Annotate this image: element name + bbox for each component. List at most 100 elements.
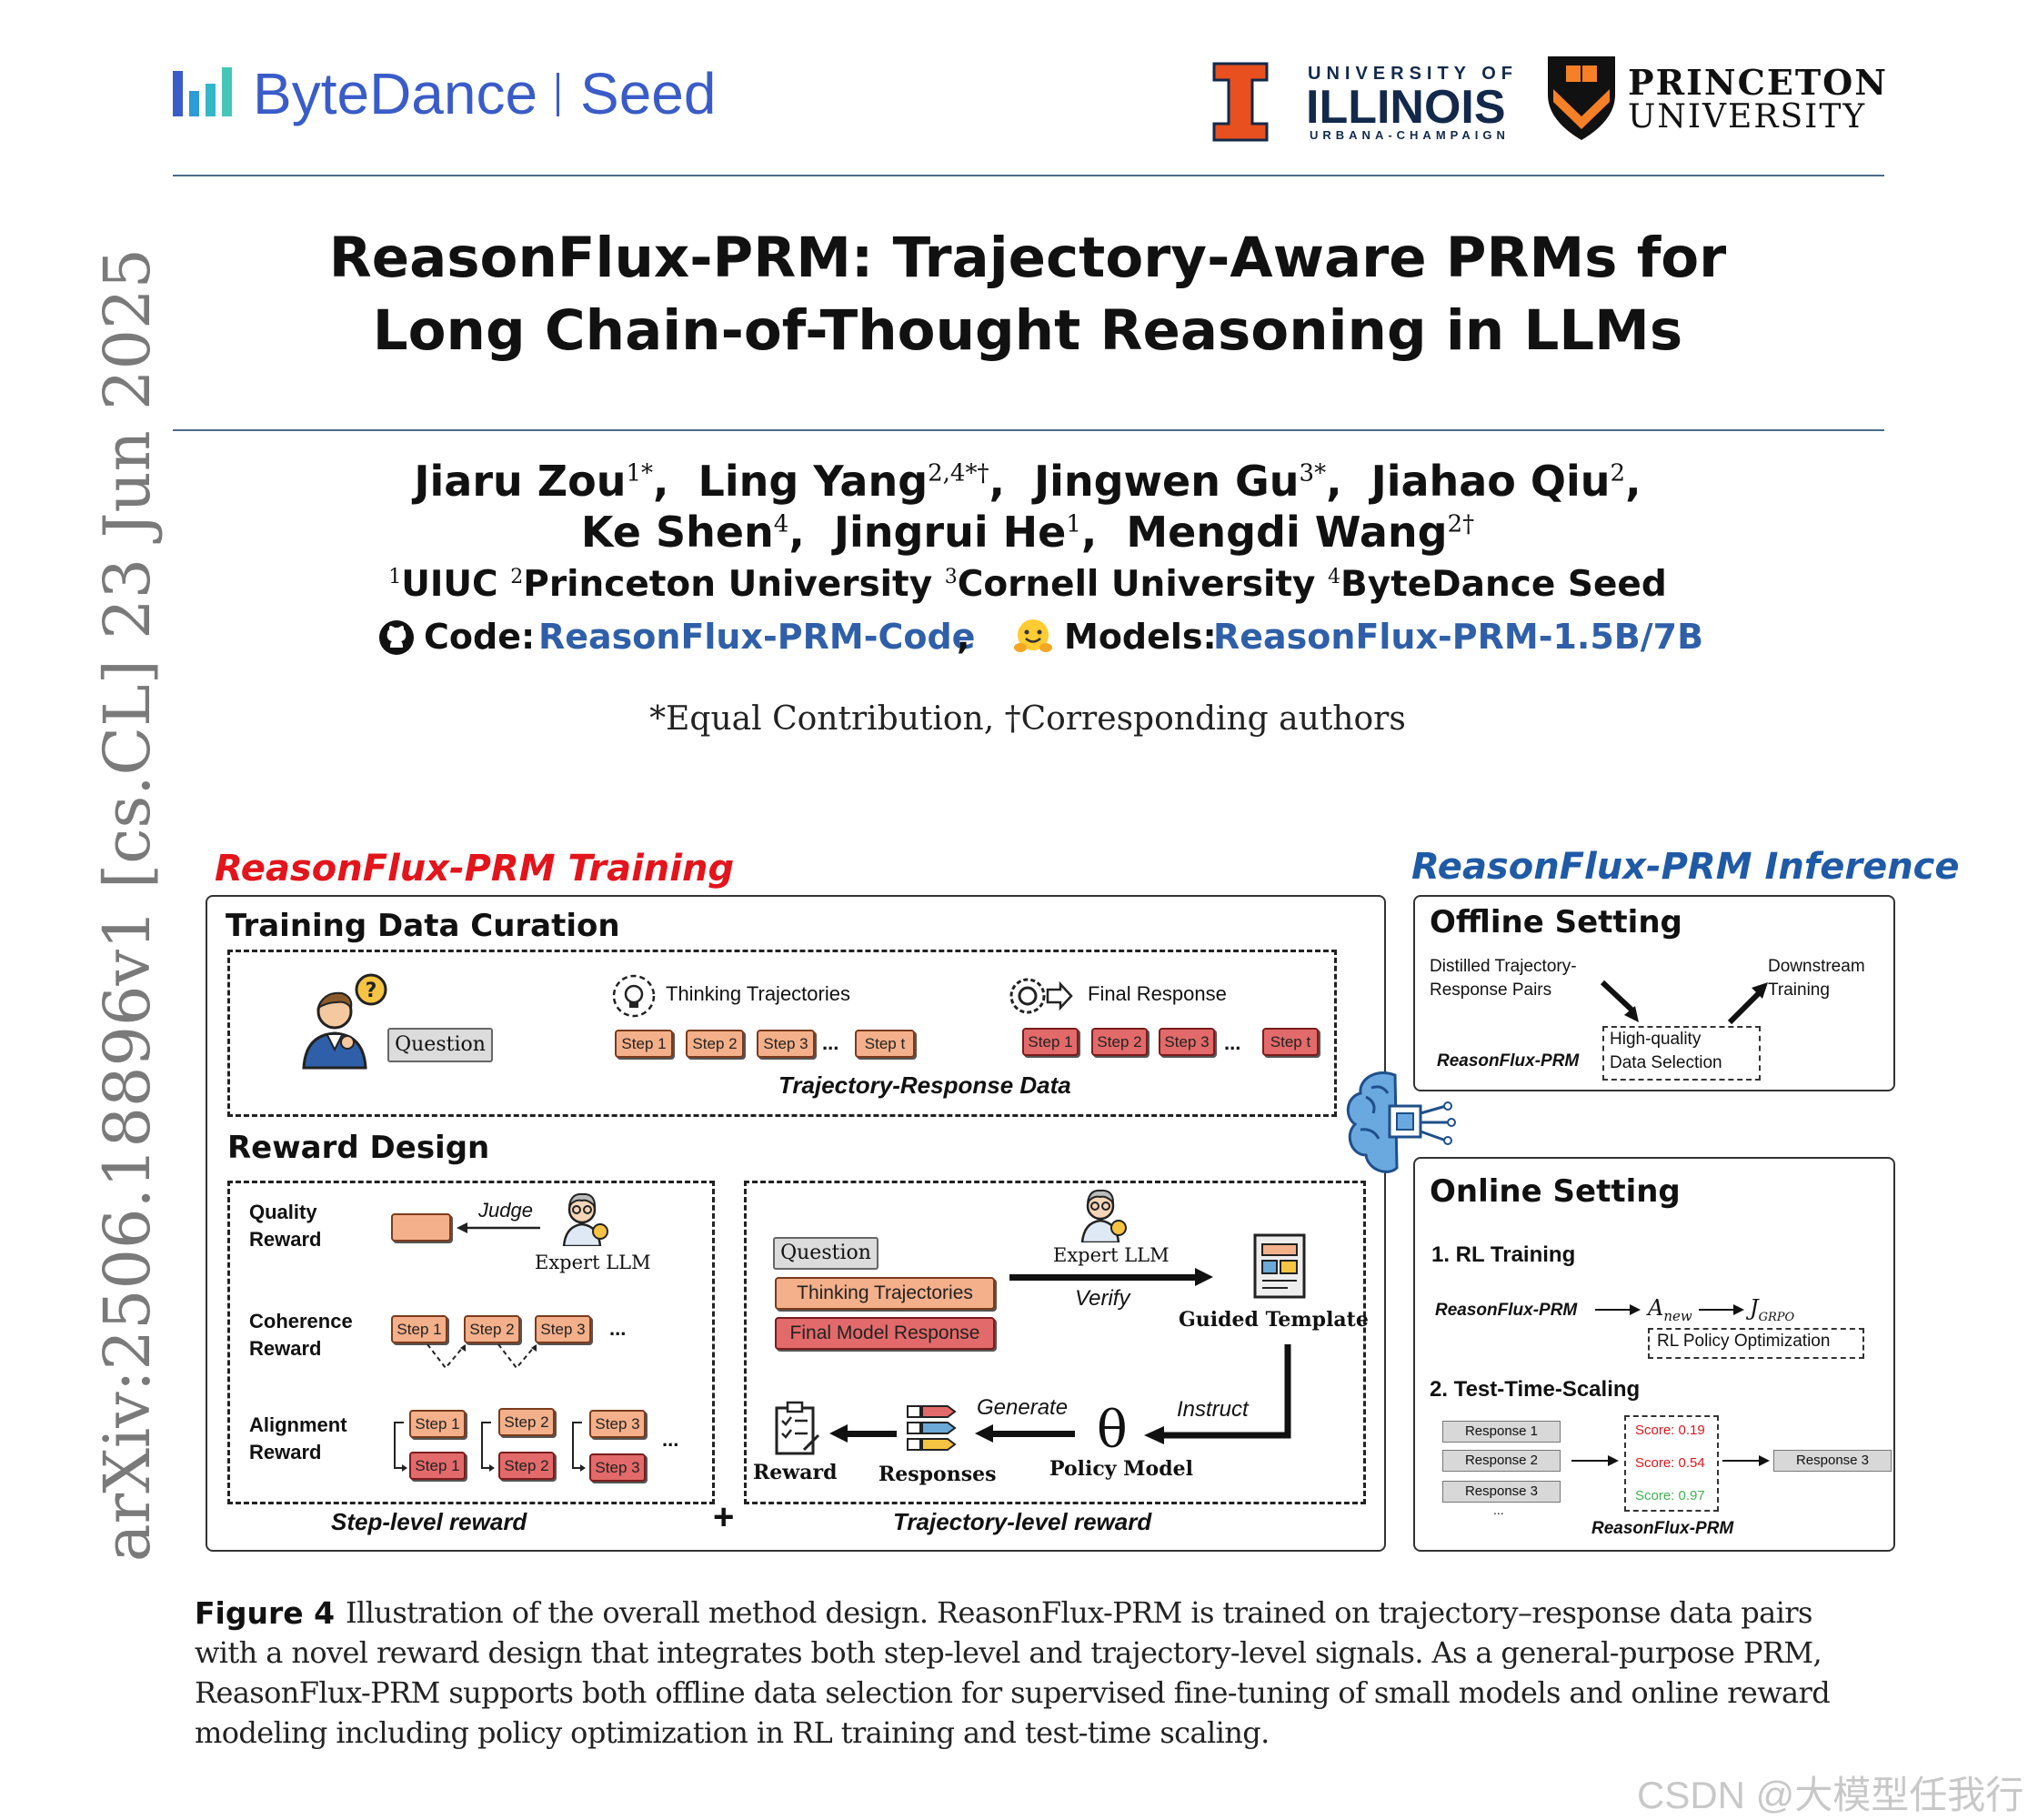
- header-rule-bottom: [173, 429, 1884, 431]
- step-box: Step 1: [615, 1030, 673, 1058]
- downstream-label-2: Training: [1768, 980, 1830, 1000]
- ellipsis: ...: [609, 1317, 627, 1340]
- a-new-base: A: [1648, 1295, 1664, 1321]
- a-new-sub: new: [1663, 1307, 1692, 1324]
- expert-llm-label: Expert LLM: [1053, 1244, 1170, 1266]
- author-name: Jiaru Zou: [414, 457, 627, 506]
- step-box: Step t: [1262, 1028, 1319, 1056]
- svg-text:?: ?: [366, 980, 377, 1002]
- author-name: Mengdi Wang: [1126, 508, 1448, 557]
- trajectory-level-reward-label: Trajectory-level reward: [893, 1508, 1152, 1535]
- aff-sup: 3: [944, 566, 958, 588]
- tts-arrow-1: [1571, 1453, 1619, 1468]
- code-label: Code:: [424, 617, 536, 657]
- bytedance-wordmark: ByteDance: [253, 61, 538, 126]
- judge-label: Judge: [478, 1199, 533, 1222]
- step-box: Step 3: [589, 1453, 646, 1482]
- step-box: Step 3: [535, 1315, 591, 1343]
- guided-template-icon: [1251, 1232, 1308, 1301]
- aff-name: UIUC: [401, 564, 498, 605]
- illinois-sub-text: URBANA-CHAMPAIGN: [1310, 128, 1510, 142]
- final-response-label: Final Response: [1088, 982, 1227, 1005]
- user-question-icon: ?: [296, 971, 395, 1070]
- verify-label: Verify: [1075, 1286, 1130, 1311]
- step-box: Step 3: [589, 1410, 646, 1438]
- author-sup: 3*: [1299, 459, 1327, 488]
- distilled-label-1: Distilled Trajectory-: [1430, 957, 1577, 976]
- aff-name: Cornell University: [957, 564, 1316, 605]
- author-sup: 4: [773, 510, 789, 538]
- quality-reward-label-1: Quality: [249, 1201, 317, 1223]
- hq-label-1: High-quality: [1610, 1030, 1702, 1049]
- paper-title-line1: ReasonFlux-PRM: Trajectory-Aware PRMs fo…: [328, 226, 1727, 290]
- response-box: Response 1: [1442, 1421, 1561, 1443]
- aff-name: ByteDance Seed: [1340, 564, 1667, 605]
- j-grpo-base: J: [1750, 1295, 1759, 1321]
- alignment-brackets: [391, 1415, 664, 1477]
- ellipsis: ...: [662, 1428, 679, 1451]
- author-name: Ling Yang: [698, 457, 929, 506]
- princeton-shield-logo: [1544, 53, 1619, 142]
- verify-arrow: [1009, 1266, 1215, 1288]
- author-name: Jingrui He: [833, 508, 1067, 557]
- models-label: Models:: [1064, 617, 1217, 657]
- coherence-reward-label-1: Coherence: [249, 1310, 353, 1332]
- expert-llm-label: Expert LLM: [535, 1252, 651, 1273]
- models-link[interactable]: ReasonFlux-PRM-1.5B/7B: [1213, 617, 1704, 657]
- caption-line4: modeling including policy optimization i…: [195, 1715, 1270, 1750]
- prm-name-label: ReasonFlux-PRM: [1437, 1051, 1580, 1071]
- policy-model-label: Policy Model: [1049, 1457, 1193, 1481]
- j-grpo-symbol: JGRPO: [1750, 1295, 1794, 1324]
- step-box: Step 2: [498, 1452, 555, 1480]
- checklist-icon: [773, 1401, 822, 1457]
- rl-arrow-2: [1699, 1302, 1744, 1317]
- thinking-trajectories-label: Thinking Trajectories: [666, 982, 850, 1005]
- offline-title: Offline Setting: [1430, 904, 1682, 940]
- aff-sup: 4: [1328, 566, 1341, 588]
- generate-arrow: [973, 1423, 1075, 1444]
- rl-arrow-1: [1595, 1302, 1641, 1317]
- ellipsis: ...: [1493, 1503, 1504, 1517]
- brain-lightbulb-icon: [609, 971, 658, 1021]
- quality-reward-label-2: Reward: [249, 1228, 322, 1251]
- rl-policy-opt-label: RL Policy Optimization: [1657, 1332, 1831, 1351]
- downstream-label-1: Downstream: [1768, 957, 1865, 976]
- thinking-trajectories-box: Thinking Trajectories: [775, 1277, 995, 1310]
- a-new-symbol: Anew: [1648, 1295, 1692, 1324]
- distilled-label-2: Response Pairs: [1430, 980, 1552, 1000]
- figure-caption-label: Figure 4: [195, 1595, 336, 1631]
- step-box: Step 1: [409, 1452, 466, 1480]
- step-box: Step 2: [686, 1030, 744, 1058]
- alignment-reward-label-1: Alignment: [249, 1413, 347, 1436]
- contribution-note: *Equal Contribution, †Corresponding auth…: [649, 700, 1406, 738]
- step-box: Step 2: [498, 1408, 555, 1436]
- response-box: Response 3: [1442, 1481, 1561, 1503]
- code-link[interactable]: ReasonFlux-PRM-Code: [538, 617, 976, 657]
- offline-panel: [1413, 895, 1895, 1091]
- step-level-box: [227, 1181, 715, 1504]
- authors-line2: Ke Shen4, Jingrui He1, Mengdi Wang2†: [580, 508, 1475, 557]
- illinois-big-text: ILLINOIS: [1306, 81, 1506, 134]
- instruct-arrow: [1142, 1344, 1293, 1455]
- step-box: Step t: [855, 1030, 915, 1058]
- aff-sup: 2: [510, 566, 524, 588]
- step-box: Step 1: [409, 1410, 466, 1438]
- alignment-reward-label-2: Reward: [249, 1441, 322, 1463]
- princeton-line1: PRINCETON: [1628, 62, 1888, 103]
- guided-template-label: Guided Template: [1179, 1308, 1369, 1332]
- quality-step-box: [391, 1213, 451, 1242]
- curation-title: Training Data Curation: [226, 908, 620, 944]
- coherence-reward-label-2: Reward: [249, 1337, 322, 1360]
- caption-line1: Illustration of the overall method desig…: [346, 1595, 1812, 1630]
- author-sup: 1*: [626, 459, 654, 488]
- author-sup: 2†: [1447, 510, 1475, 538]
- arxiv-stamp[interactable]: arXiv:2506.18896v1 [cs.CL] 23 Jun 2025: [90, 247, 165, 1563]
- brain-chip-icon: [1340, 1066, 1459, 1181]
- expert-llm-icon: [560, 1190, 611, 1248]
- author-sup: 2,4*†: [928, 459, 989, 488]
- illinois-small-text: UNIVERSITY OF: [1308, 64, 1518, 84]
- reward-arrow: [828, 1423, 897, 1444]
- bytedance-logo: [171, 64, 238, 120]
- gear-arrow-icon: [1008, 973, 1073, 1019]
- step-box: Step 1: [1022, 1028, 1079, 1056]
